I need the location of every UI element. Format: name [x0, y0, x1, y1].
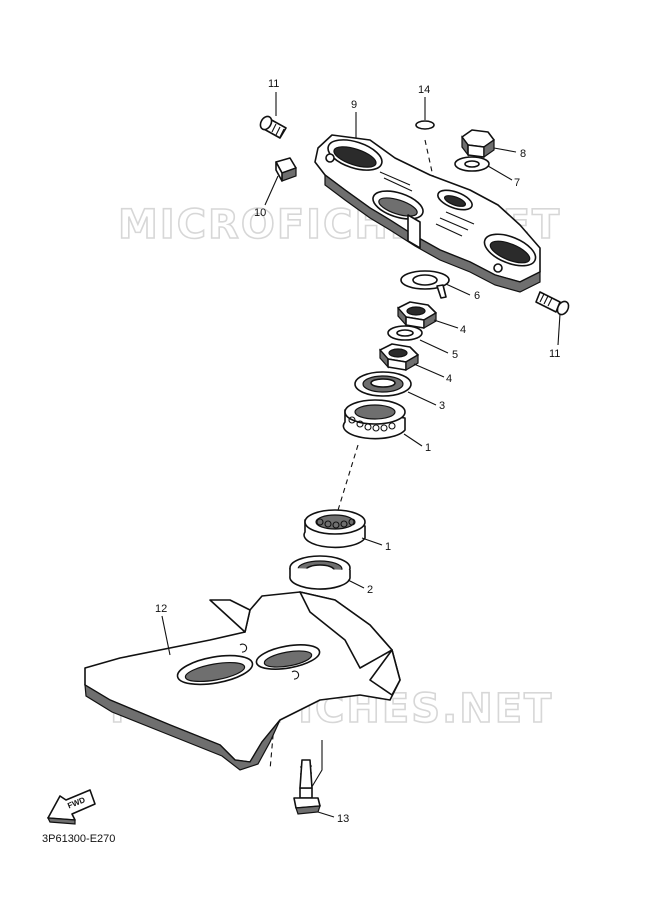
part-6-lock-washer[interactable]	[400, 270, 450, 299]
part-2-dust-seal[interactable]	[289, 555, 351, 590]
callout-7: 7	[514, 177, 520, 189]
part-11-bolt-left[interactable]	[258, 114, 287, 139]
callout-1-upper: 1	[425, 442, 431, 454]
part-12-under-bracket[interactable]	[84, 591, 401, 771]
callout-12: 12	[155, 603, 167, 615]
diagram-code: 3P61300-E270	[42, 833, 115, 845]
assembly-line-middle	[334, 444, 359, 521]
leader-lines	[161, 92, 561, 818]
part-9-upper-bracket[interactable]	[314, 134, 541, 293]
part-10-block[interactable]	[275, 157, 297, 182]
callout-13: 13	[337, 813, 349, 825]
part-5-washer[interactable]	[387, 325, 423, 341]
part-8-cap-nut[interactable]	[461, 129, 495, 159]
part-7-washer[interactable]	[454, 156, 490, 172]
callout-9: 9	[351, 99, 357, 111]
part-13-bolt[interactable]	[293, 759, 321, 815]
callout-2: 2	[367, 584, 373, 596]
part-4-ring-nut-upper[interactable]	[397, 301, 437, 330]
callout-11-top: 11	[268, 78, 279, 90]
callout-4-lower: 4	[446, 373, 452, 385]
bolt-13-guide	[309, 740, 323, 791]
callout-14: 14	[418, 84, 430, 96]
part-4-ring-nut-lower[interactable]	[379, 343, 419, 372]
callout-5: 5	[452, 349, 458, 361]
callout-6: 6	[474, 290, 480, 302]
part-1-bearing-lower[interactable]	[303, 509, 366, 549]
part-14-washer[interactable]	[415, 120, 435, 130]
callout-3: 3	[439, 400, 445, 412]
callout-10: 10	[254, 207, 266, 219]
callout-4-upper: 4	[460, 324, 466, 336]
callout-8: 8	[520, 148, 526, 160]
callout-1-lower: 1	[385, 541, 391, 553]
callout-11-right: 11	[549, 348, 560, 360]
fwd-arrow-icon: FWD	[46, 789, 96, 825]
part-3-bearing-cover[interactable]	[354, 371, 412, 397]
part-11-bolt-right[interactable]	[535, 291, 571, 317]
part-1-bearing-upper[interactable]	[342, 399, 406, 440]
